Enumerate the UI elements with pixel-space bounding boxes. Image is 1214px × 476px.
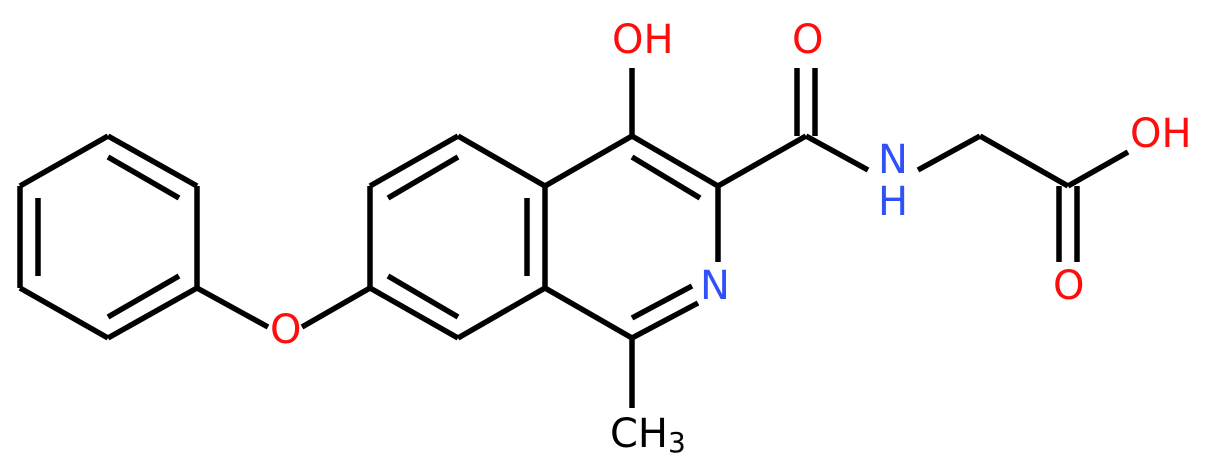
label-amide-n: N bbox=[878, 137, 908, 183]
bond-n-ch2 bbox=[916, 133, 982, 173]
bond-bz-6 bbox=[368, 285, 460, 341]
bond-cooh-oh bbox=[1066, 149, 1130, 189]
bond-bz-inner-3 bbox=[386, 273, 460, 320]
atom-labels: OH O N H OH O N O CH 3 bbox=[270, 17, 1192, 459]
bond-ch2-cooh bbox=[978, 133, 1070, 189]
label-methyl-sub: 3 bbox=[668, 426, 686, 459]
bond-ph-1 bbox=[106, 133, 199, 189]
bond-bz-inner-1 bbox=[386, 154, 460, 201]
label-methyl-c: CH bbox=[610, 411, 668, 457]
bond-ph-o bbox=[195, 285, 270, 330]
bond-py-1 bbox=[543, 133, 634, 189]
bond-o-iq bbox=[300, 285, 372, 330]
bond-py-inner-2 bbox=[630, 283, 694, 321]
bond-py-2 bbox=[630, 133, 720, 189]
bond-ph-inner-2 bbox=[106, 273, 181, 320]
label-ring-n: N bbox=[700, 263, 730, 309]
bond-bz-3 bbox=[456, 133, 547, 189]
label-acid-carbonyl-o: O bbox=[1053, 263, 1084, 309]
label-hydroxyl-top: OH bbox=[612, 17, 674, 63]
bond-ph-3 bbox=[106, 285, 199, 341]
bond-c3-co bbox=[716, 133, 808, 189]
bond-py-inner-1 bbox=[630, 154, 702, 201]
bonds bbox=[17, 68, 1130, 408]
bond-bz-2 bbox=[368, 133, 460, 189]
bond-ph-inner-1 bbox=[106, 154, 181, 201]
bond-co-n bbox=[804, 133, 870, 173]
bond-ph-4 bbox=[18, 285, 110, 341]
label-amide-h: H bbox=[878, 179, 908, 225]
bond-py-5 bbox=[543, 285, 634, 341]
bond-ph-6 bbox=[18, 133, 110, 189]
bond-py-4 bbox=[630, 300, 700, 341]
label-acid-oh: OH bbox=[1130, 111, 1192, 157]
label-carbonyl-o-amide: O bbox=[792, 17, 823, 63]
label-ether-o: O bbox=[270, 307, 301, 353]
bond-bz-5 bbox=[456, 285, 547, 341]
